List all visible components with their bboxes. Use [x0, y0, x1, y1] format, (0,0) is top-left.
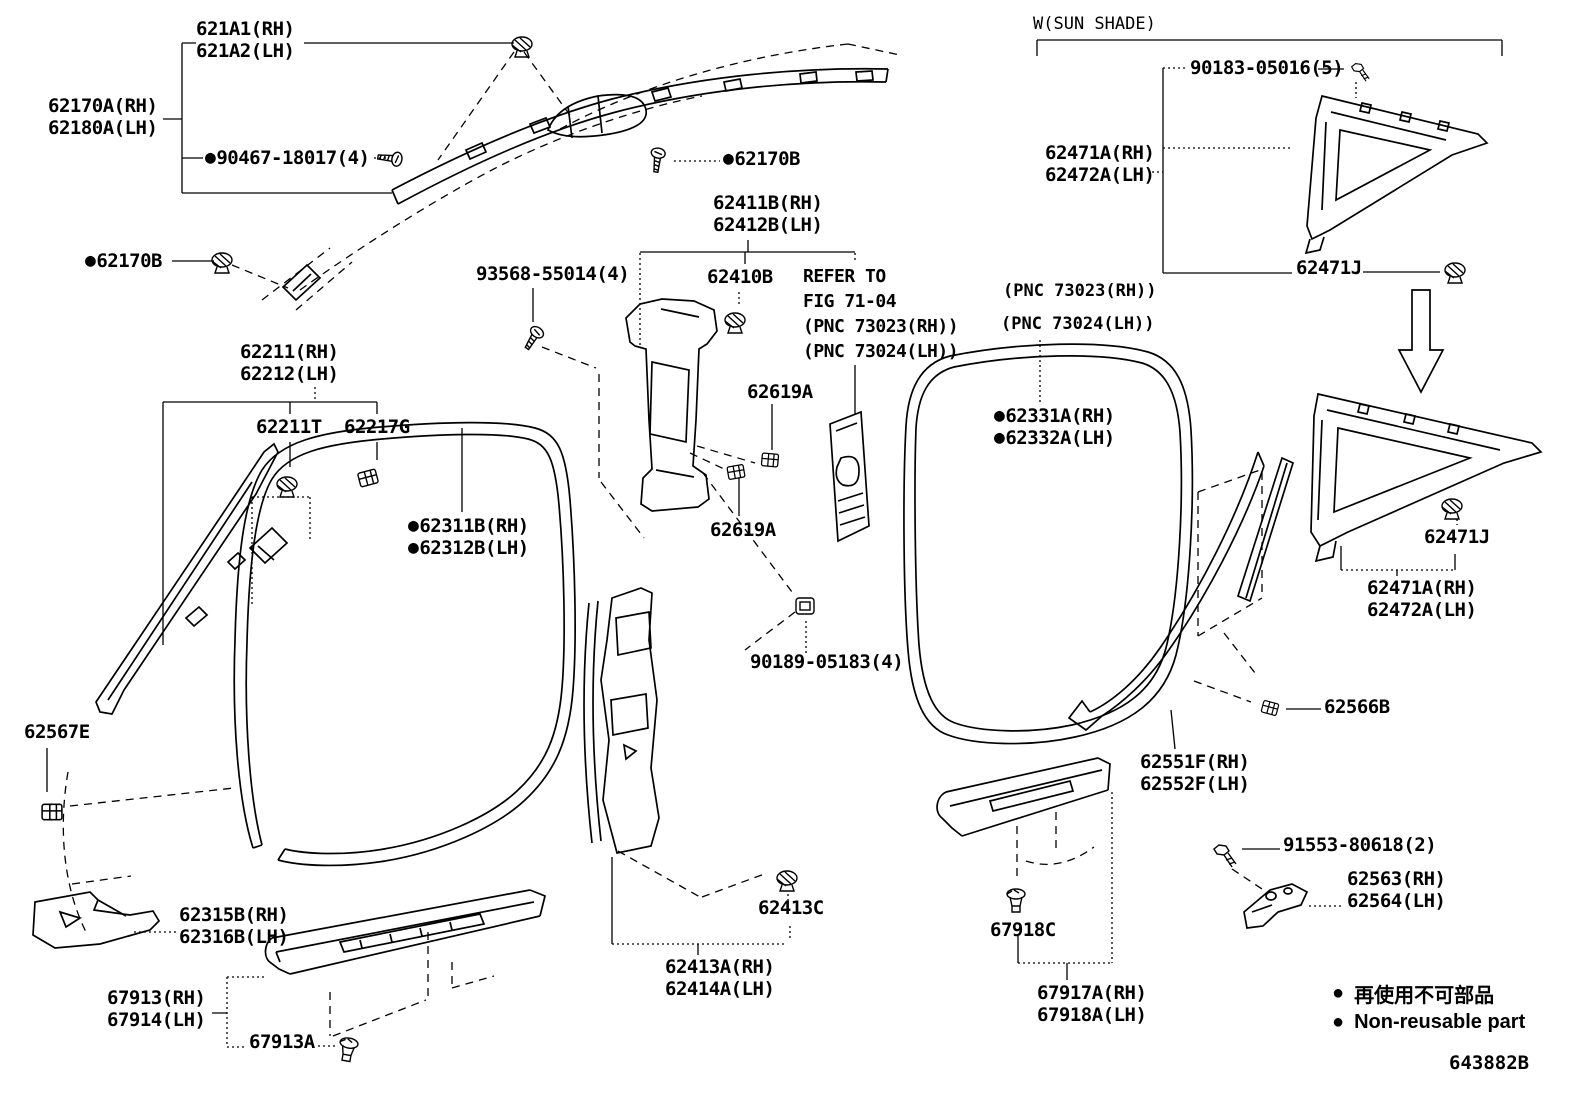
screw-icon [519, 323, 547, 353]
push-clip-icon [724, 312, 746, 334]
leader-lines-solid [46, 39, 1503, 1014]
leader-lines-dotted [134, 67, 1458, 1048]
legend-row-jp: ● 再使用不可部品 [1332, 979, 1525, 1008]
rear-door-opening-trim-drawing [903, 343, 1194, 745]
legend: ● 再使用不可部品 ● Non-reusable part [1332, 979, 1525, 1037]
bracket-drawing [1243, 883, 1309, 929]
legend-text-en: Non-reusable part [1354, 1011, 1526, 1033]
cowl-trim-drawing [32, 891, 161, 949]
front-door-opening-trim-drawing [233, 421, 576, 867]
cpillar-garnish-lower-drawing [1310, 392, 1543, 563]
front-sill-plate-drawing [264, 889, 547, 975]
bolt-icon [1213, 844, 1237, 868]
center-pillar-lower-trim-drawing [583, 587, 660, 854]
seatbelt-adjuster-drawing [829, 410, 870, 543]
cpillar-garnish-upper-drawing [1304, 94, 1489, 255]
rear-sill-plate-drawing [936, 757, 1111, 837]
curtain-airbag-drawing [281, 67, 889, 302]
box-clip-icon [41, 803, 63, 821]
push-clip-icon [276, 476, 298, 498]
push-clip-icon [211, 252, 233, 274]
push-rivet-icon [336, 1035, 360, 1064]
legend-row-en: ● Non-reusable part [1332, 1008, 1525, 1037]
push-clip-icon [511, 36, 533, 58]
push-clip-icon [1444, 262, 1466, 284]
box-clip-icon [760, 452, 780, 468]
non-reusable-dot-icon: ● [1332, 1011, 1345, 1033]
box-clip-icon [1260, 699, 1280, 717]
legend-text-jp: 再使用不可部品 [1354, 985, 1495, 1007]
push-clip-icon [776, 870, 798, 892]
box-clip-icon [356, 468, 380, 488]
push-rivet-icon [1006, 888, 1026, 913]
push-clip-icon [1441, 498, 1463, 520]
grommet-icon [795, 597, 815, 615]
center-pillar-upper-trim-drawing [625, 298, 718, 512]
diagram-code: 643882B [1449, 1052, 1530, 1074]
screw-icon [647, 146, 667, 174]
box-clip-icon [726, 463, 746, 481]
bolt-icon [1351, 63, 1370, 82]
rear-quarter-trim-drawing [1067, 451, 1295, 732]
front-pillar-garnish-drawing [95, 442, 289, 715]
down-arrow-icon [1397, 289, 1445, 394]
non-reusable-dot-icon: ● [1332, 982, 1345, 1004]
